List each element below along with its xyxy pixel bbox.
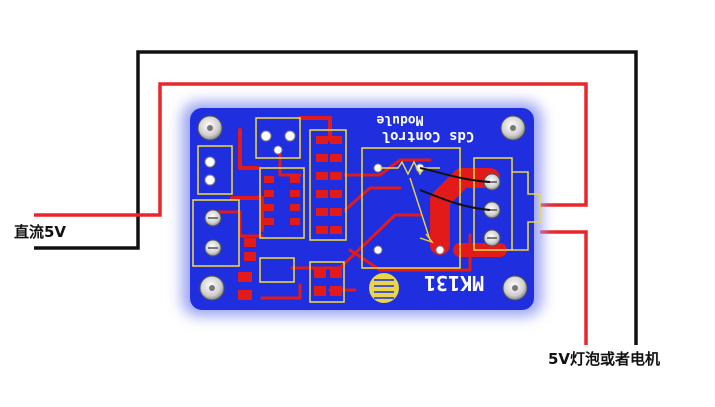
input-screw-terminals (204, 209, 222, 257)
top-transistor-outline (255, 117, 301, 159)
silkscreen (192, 117, 513, 303)
output-load-label: 5V灯泡或者电机 (548, 350, 661, 368)
input-terminal-block (192, 199, 240, 267)
board-model: MK131 (424, 271, 484, 295)
relay-wires (419, 167, 491, 211)
solder-pads (238, 136, 342, 300)
relay-outline (361, 147, 461, 269)
top-left-connector (197, 145, 233, 195)
board-text: Module Cds Control MK131 (376, 112, 484, 295)
red-input-wire (34, 82, 588, 217)
ic-outline (259, 167, 305, 239)
through-hole-pins (204, 130, 445, 255)
output-screw-terminals (483, 171, 541, 251)
resistor-array-outline (309, 129, 347, 241)
red-output-wire (540, 230, 588, 345)
mounting-holes (197, 115, 528, 301)
small-chip-outline (259, 257, 295, 283)
board-subtitle: Module (376, 112, 423, 127)
board-title: Cds Control (382, 128, 475, 144)
black-wire (34, 50, 638, 345)
photoresistor (369, 273, 399, 303)
input-power-label: 直流5V (14, 223, 67, 241)
output-terminal-block (473, 157, 513, 251)
